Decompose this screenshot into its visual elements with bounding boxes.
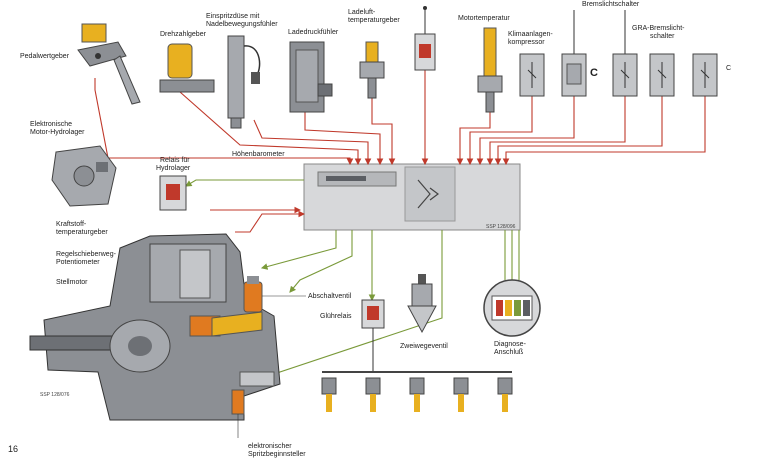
label-relay-1: Relais für <box>160 157 190 164</box>
brake-switch <box>612 10 638 97</box>
label-hydro-1: Elektronische <box>30 121 72 128</box>
label-gra-2: schalter <box>650 33 675 40</box>
air-temp-sensor <box>359 41 385 99</box>
label-diag-2: Anschluß <box>494 349 523 356</box>
label-injector-2: Nadelbewegungsfühler <box>206 21 278 28</box>
clutch-switch <box>692 53 718 97</box>
label-injector-1: Einspritzdüse mit <box>206 13 259 20</box>
label-airtemp-2: temperaturgeber <box>348 17 400 24</box>
label-slide-2: Potentiometer <box>56 259 100 266</box>
label-ac-1: Klimaanlagen- <box>508 31 553 38</box>
two-way-valve <box>407 274 437 334</box>
boost-sensor <box>289 41 333 113</box>
ac-switch <box>519 53 545 97</box>
label-gra-1: GRA-Bremslicht- <box>632 25 685 32</box>
pump-code: SSP 128/076 <box>40 392 70 398</box>
label-airtemp-1: Ladeluft- <box>348 9 376 16</box>
glow-plug <box>321 377 337 412</box>
label-ac-2: kompressor <box>508 39 545 46</box>
rpm-sensor <box>159 43 215 93</box>
label-actuator: Stellmotor <box>56 279 88 286</box>
label-fueltemp-1: Kraftstoff- <box>56 221 87 228</box>
label-electronic-1: elektronischer <box>248 443 292 450</box>
label-boost: Ladedruckfühler <box>288 29 339 36</box>
label-relay-2: Hydrolager <box>156 165 191 172</box>
label-shutoff: Abschaltventil <box>308 293 352 300</box>
ecu-code: SSP 128/096 <box>486 224 516 230</box>
transistor-icon <box>417 179 439 209</box>
label-slide-1: Regelschieberweg- <box>56 251 117 258</box>
page-number: 16 <box>8 444 18 454</box>
gra-brake-switch <box>649 53 675 97</box>
glow-plug <box>409 377 425 412</box>
label-electronic-2: Spritzbeginnsteller <box>248 451 306 458</box>
label-pedal: Pedalwertgeber <box>20 53 70 60</box>
label-c: C <box>590 67 598 79</box>
injection-pump <box>29 233 281 421</box>
label-glowrelay: Glührelais <box>320 313 352 320</box>
glow-relay <box>361 299 385 372</box>
label-twoway: Zweiwegeventil <box>400 343 448 350</box>
control-unit: SSP 128/096 <box>303 163 521 231</box>
label-diag-1: Diagnose- <box>494 341 527 348</box>
compressor-clutch <box>561 10 587 97</box>
pedal-sensor <box>77 23 141 105</box>
shutoff-valve <box>243 276 263 313</box>
label-brake: Bremslichtschalter <box>582 1 640 8</box>
baro-relay <box>414 6 436 71</box>
label-hydro-2: Motor-Hydrolager <box>30 129 85 136</box>
diagnostic-connector <box>483 279 541 337</box>
label-rpm: Drehzahlgeber <box>160 31 207 38</box>
hydro-mount <box>51 145 117 207</box>
glow-plug <box>497 377 513 412</box>
label-baro: Höhenbarometer <box>232 151 285 158</box>
hydro-relay <box>159 175 187 211</box>
label-c-frag: C <box>726 65 731 72</box>
injector-sensor <box>227 35 261 129</box>
glow-plugs <box>321 371 513 412</box>
glow-plug <box>365 377 381 412</box>
motor-temp-sensor <box>477 27 503 113</box>
input-wires <box>94 70 706 233</box>
label-motortemp: Motortemperatur <box>458 15 510 22</box>
glow-plug <box>453 377 469 412</box>
label-fueltemp-2: temperaturgeber <box>56 229 108 236</box>
